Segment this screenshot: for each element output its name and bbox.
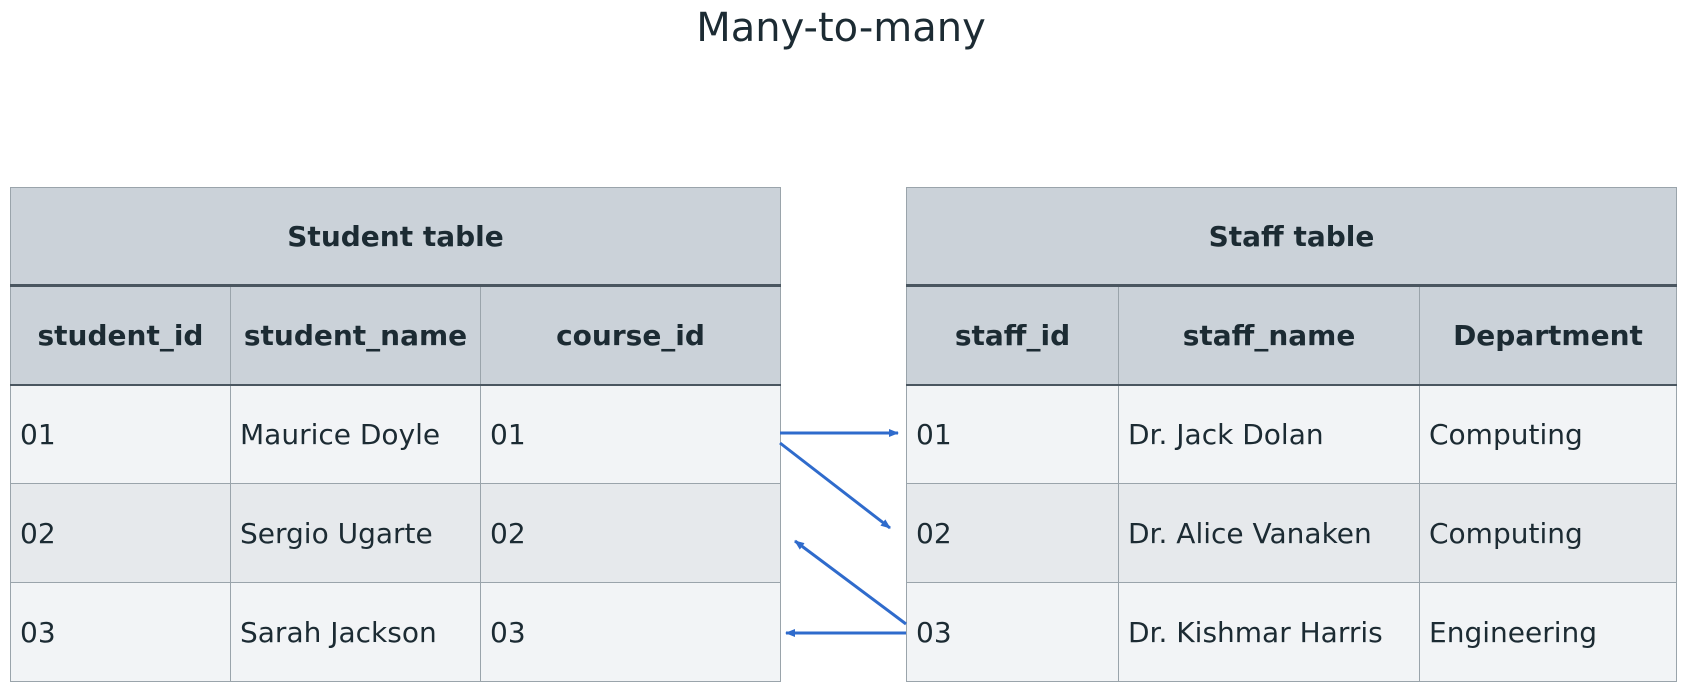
arrow-staff3-to-student2 bbox=[794, 539, 907, 626]
staff-name-cell: Dr. Kishmar Harris bbox=[1118, 582, 1420, 682]
department-cell: Computing bbox=[1419, 384, 1677, 484]
column-header-student-name: student_name bbox=[230, 285, 481, 386]
course-id-cell: 01 bbox=[479, 384, 782, 484]
student-name-cell: Maurice Doyle bbox=[230, 384, 481, 484]
column-header-staff-name: staff_name bbox=[1118, 285, 1420, 386]
course-id-cell: 02 bbox=[479, 483, 782, 583]
student-table: Student table student_id student_name co… bbox=[9, 187, 782, 682]
department-cell: Computing bbox=[1419, 483, 1677, 583]
student-id-cell: 01 bbox=[10, 384, 231, 484]
department-cell: Engineering bbox=[1419, 582, 1677, 682]
diagram-title: Many-to-many bbox=[696, 5, 986, 51]
table-row: 03 Sarah Jackson 03 bbox=[10, 582, 782, 682]
staff-name-cell: Dr. Alice Vanaken bbox=[1118, 483, 1420, 583]
staff-table: Staff table staff_id staff_name Departme… bbox=[906, 187, 1677, 682]
student-id-cell: 02 bbox=[10, 483, 231, 583]
student-table-caption: Student table bbox=[9, 187, 782, 287]
column-header-student-id: student_id bbox=[10, 285, 231, 386]
column-header-department: Department bbox=[1419, 285, 1677, 386]
table-row: 03 Dr. Kishmar Harris Engineering bbox=[906, 582, 1677, 682]
arrow-student1-to-staff2 bbox=[779, 441, 891, 530]
table-row: 02 Sergio Ugarte 02 bbox=[10, 483, 782, 583]
column-header-course-id: course_id bbox=[479, 285, 782, 386]
student-id-cell: 03 bbox=[10, 582, 231, 682]
staff-table-caption: Staff table bbox=[906, 187, 1677, 287]
table-row: 01 Dr. Jack Dolan Computing bbox=[906, 384, 1677, 484]
staff-id-cell: 02 bbox=[906, 483, 1119, 583]
student-name-cell: Sergio Ugarte bbox=[230, 483, 481, 583]
staff-id-cell: 01 bbox=[906, 384, 1119, 484]
course-id-cell: 03 bbox=[479, 582, 782, 682]
table-row: 02 Dr. Alice Vanaken Computing bbox=[906, 483, 1677, 583]
staff-id-cell: 03 bbox=[906, 582, 1119, 682]
student-name-cell: Sarah Jackson bbox=[230, 582, 481, 682]
staff-name-cell: Dr. Jack Dolan bbox=[1118, 384, 1420, 484]
table-row: 01 Maurice Doyle 01 bbox=[10, 384, 782, 484]
column-header-staff-id: staff_id bbox=[906, 285, 1119, 386]
